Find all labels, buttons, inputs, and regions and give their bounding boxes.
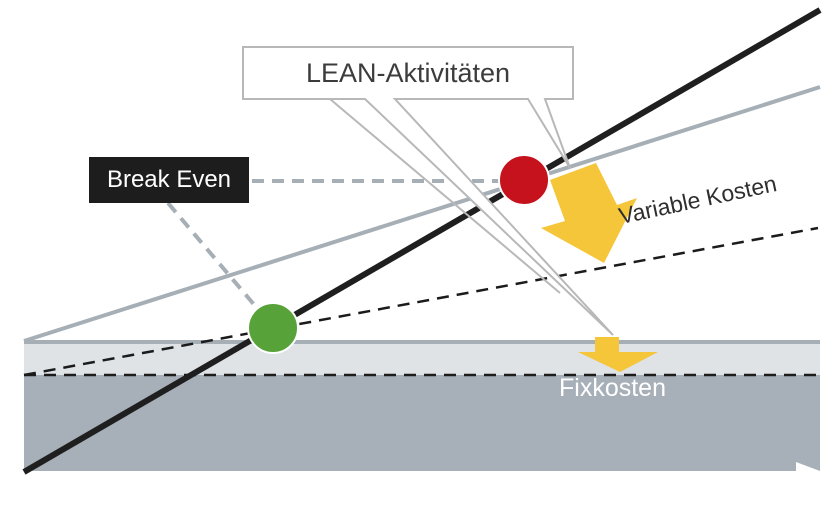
lean-activities-label: LEAN-Aktivitäten bbox=[305, 57, 511, 88]
lean-callout bbox=[242, 46, 614, 336]
old-break-even-point bbox=[498, 154, 550, 206]
old-total-cost-line bbox=[23, 85, 821, 343]
new-break-even-point bbox=[247, 302, 299, 354]
variable-reduction-arrow-icon bbox=[541, 163, 637, 263]
revenue-line bbox=[22, 7, 822, 475]
variable-cost-line bbox=[23, 226, 819, 377]
fixed-costs-label: Fixkosten bbox=[559, 374, 666, 402]
fix-cost-band bbox=[24, 375, 820, 471]
axis-arrow-icon bbox=[796, 462, 820, 471]
break-even-connector-new bbox=[166, 201, 264, 316]
fix-reduction-arrow-icon bbox=[578, 337, 658, 372]
callout-pointer-line bbox=[329, 98, 561, 294]
break-even-label: Break Even bbox=[89, 157, 249, 203]
reduced-fix-band bbox=[24, 341, 820, 375]
